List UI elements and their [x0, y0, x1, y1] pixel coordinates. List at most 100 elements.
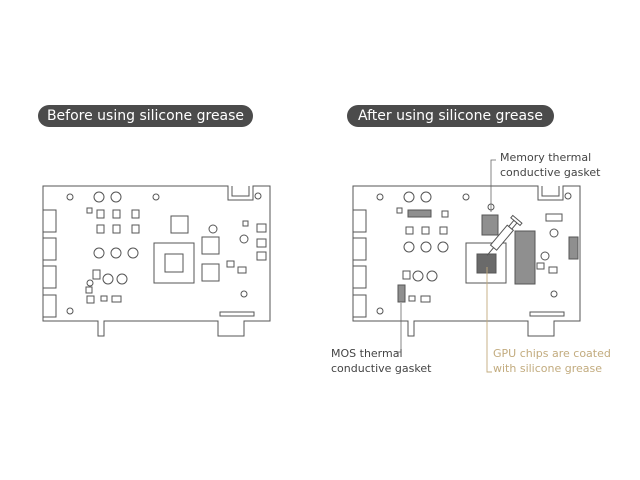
- memory-thermal-gasket: [407, 209, 432, 218]
- before-io-port: [42, 237, 57, 261]
- after-io-port: [352, 294, 367, 318]
- after-pad: [402, 270, 411, 280]
- before-pad: [112, 224, 121, 234]
- after-capacitor: [403, 191, 415, 203]
- after-mount-hole: [550, 290, 558, 298]
- mos-callout-line1: MOS thermal: [331, 347, 403, 360]
- before-io-port: [42, 209, 57, 233]
- before-pad: [131, 224, 140, 234]
- before-pad: [256, 223, 267, 233]
- after-pad: [545, 213, 563, 222]
- after-bracket-slot: [541, 186, 560, 197]
- after-capacitor: [403, 241, 415, 253]
- after-pad: [548, 266, 558, 274]
- after-pad: [396, 207, 403, 214]
- after-board: [352, 185, 581, 337]
- gpu-callout-line: [486, 267, 492, 373]
- after-capacitor: [549, 228, 559, 238]
- gpu-callout-line2: with silicone grease: [493, 362, 603, 375]
- after-pad: [405, 226, 414, 235]
- syringe-cap: [510, 214, 523, 227]
- after-title-pill: After using silicone grease: [347, 105, 554, 127]
- after-pad: [420, 295, 431, 303]
- memory-thermal-gasket: [481, 214, 499, 236]
- before-pad: [86, 295, 95, 304]
- after-pad: [441, 210, 449, 218]
- after-io-port: [352, 209, 367, 233]
- after-io-port: [352, 237, 367, 261]
- after-pad: [408, 295, 416, 302]
- before-io-port: [42, 265, 57, 289]
- before-pad: [92, 269, 101, 280]
- after-pad: [536, 262, 545, 270]
- memory-callout-line2: conductive gasket: [500, 166, 601, 179]
- after-capacitor: [420, 191, 432, 203]
- after-io-port: [352, 265, 367, 289]
- after-capacitor: [437, 241, 449, 253]
- before-pad: [226, 260, 235, 268]
- mos-callout-line: [396, 303, 402, 353]
- before-pad: [237, 266, 247, 274]
- before-pad: [96, 209, 105, 219]
- before-capacitor: [93, 247, 105, 259]
- memory-gasket-callout: Memory thermal conductive gasket: [500, 150, 600, 180]
- before-capacitor: [208, 224, 218, 234]
- after-pcie-pads: [529, 311, 565, 317]
- after-mount-hole: [376, 307, 384, 315]
- mos-gasket-callout: MOS thermal conductive gasket: [331, 346, 431, 376]
- before-mount-hole: [152, 193, 160, 201]
- memory-callout-line1: Memory thermal: [500, 151, 592, 164]
- before-pad: [85, 286, 93, 294]
- before-pad: [242, 220, 249, 227]
- syringe-needle: [486, 247, 494, 256]
- before-chip: [201, 236, 220, 255]
- before-capacitor: [116, 273, 128, 285]
- before-pad: [256, 238, 267, 248]
- before-mount-hole: [66, 307, 74, 315]
- before-pad: [111, 295, 122, 303]
- after-pad: [439, 226, 448, 235]
- before-pcie-pads: [219, 311, 255, 317]
- before-pad: [131, 209, 140, 219]
- after-capacitor: [420, 241, 432, 253]
- after-capacitor: [426, 270, 438, 282]
- before-capacitor: [102, 273, 114, 285]
- after-gpu-substrate: [465, 242, 507, 284]
- after-board-outline: [352, 185, 581, 337]
- before-capacitor: [239, 234, 249, 244]
- before-mount-hole: [86, 279, 94, 287]
- after-capacitor: [412, 270, 424, 282]
- before-mount-hole: [240, 290, 248, 298]
- after-mount-hole: [564, 192, 572, 200]
- before-gpu-substrate: [153, 242, 195, 284]
- before-chip: [201, 263, 220, 282]
- after-pad: [421, 226, 430, 235]
- memory-callout-line: [490, 159, 496, 212]
- before-io-port: [42, 294, 57, 318]
- before-title-pill: Before using silicone grease: [38, 105, 253, 127]
- after-mount-hole: [462, 193, 470, 201]
- after-mount-hole: [376, 193, 384, 201]
- before-bracket-slot: [231, 186, 250, 197]
- gpu-callout-line1: GPU chips are coated: [493, 347, 611, 360]
- before-mount-hole: [66, 193, 74, 201]
- before-pad: [86, 207, 93, 214]
- before-gpu-die: [164, 253, 184, 273]
- grease-syringe-icon: [486, 214, 523, 256]
- before-pad: [96, 224, 105, 234]
- memory-thermal-gasket: [514, 230, 536, 285]
- before-capacitor: [127, 247, 139, 259]
- before-capacitor: [93, 191, 105, 203]
- memory-thermal-gasket: [568, 236, 579, 260]
- before-mount-hole: [254, 192, 262, 200]
- mos-callout-line2: conductive gasket: [331, 362, 432, 375]
- after-capacitor: [540, 251, 550, 261]
- before-capacitor: [110, 191, 122, 203]
- before-pad: [112, 209, 121, 219]
- before-pad: [256, 251, 267, 261]
- mos-thermal-gasket: [397, 284, 406, 303]
- gpu-die-coated: [476, 253, 497, 274]
- before-board: [42, 185, 271, 337]
